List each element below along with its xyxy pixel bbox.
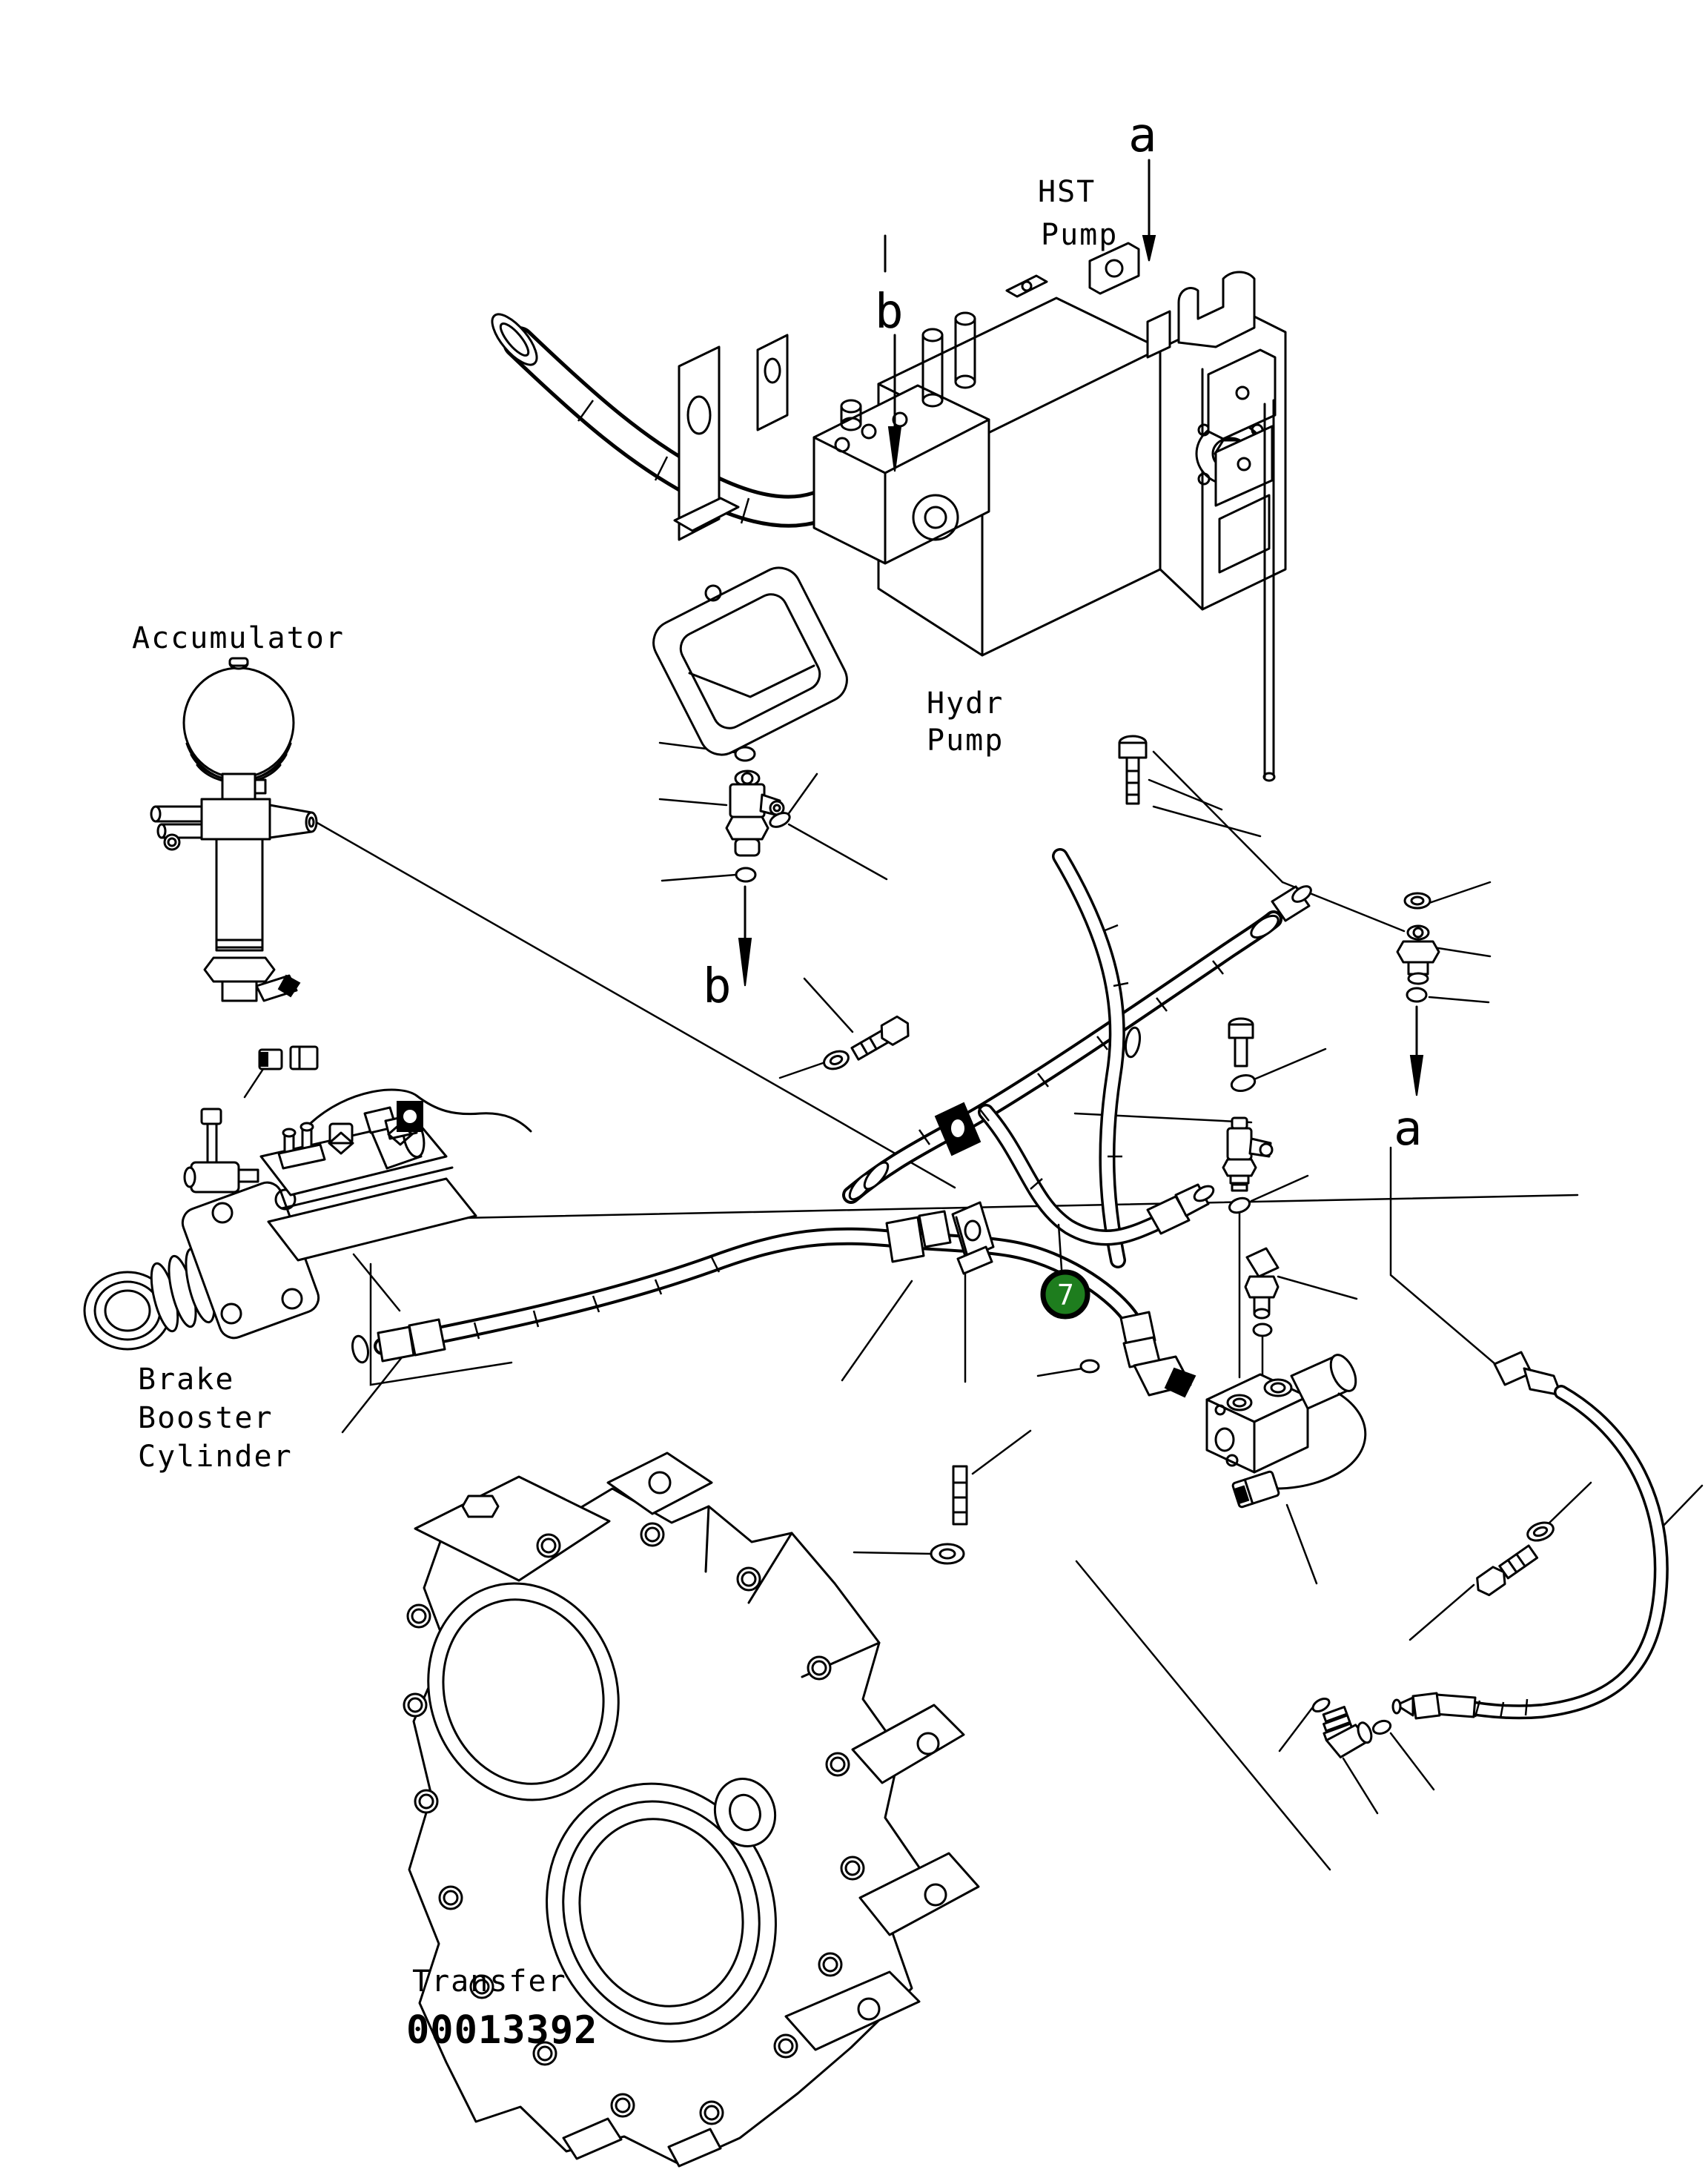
wire-clamp — [397, 1101, 423, 1132]
transfer-opening-upper — [427, 1582, 620, 1801]
washer — [930, 1543, 965, 1565]
right-long-hose — [1311, 1351, 1669, 1758]
washer — [823, 1050, 850, 1070]
section-marker-mid-b: b — [703, 885, 752, 1014]
o-ring-flat — [769, 812, 791, 828]
pump-mount-flange — [652, 566, 848, 756]
hose-clamp-ring — [1124, 1026, 1142, 1059]
label-cylinder: Cylinder — [138, 1440, 293, 1474]
o-ring — [1252, 1323, 1273, 1337]
o-ring — [1406, 987, 1428, 1003]
hose-end-fitting-right — [1391, 1692, 1477, 1720]
elbow-barb-fitting — [1322, 1706, 1373, 1758]
washer — [1403, 892, 1431, 910]
transfer-bolts — [403, 1495, 865, 2125]
label-hst-line1: HST — [1038, 175, 1096, 209]
section-marker-top-a: a — [1128, 108, 1157, 262]
label-accumulator: Accumulator — [132, 621, 345, 655]
o-ring-flat — [1311, 1697, 1331, 1713]
label-hydr-line2: Pump — [927, 724, 1004, 758]
label-transfer: Transfer — [412, 1964, 567, 1999]
o-ring-flat — [1228, 1196, 1251, 1214]
marker-a-top: a — [1128, 108, 1157, 163]
label-figure-number: 00013392 — [406, 2008, 598, 2053]
transfer-opening-lower — [546, 1782, 777, 2043]
hose-clip — [934, 1102, 982, 1156]
o-ring — [734, 746, 756, 762]
union-fitting — [1396, 924, 1440, 985]
section-marker-top-b: b — [875, 234, 904, 472]
o-ring — [1371, 1719, 1392, 1735]
booster-bolt-tee — [183, 1108, 259, 1194]
bolt-washer-lower-right — [1476, 1521, 1555, 1597]
transfer-case — [403, 1452, 980, 2168]
tee-fitting-2 — [1222, 1116, 1274, 1192]
marker-b-top: b — [875, 285, 904, 340]
middle-small-parts — [725, 735, 1440, 1337]
hose-union-clamp — [885, 1201, 995, 1275]
bolt — [850, 1015, 910, 1061]
tee-fitting — [725, 769, 785, 857]
accumulator-assembly — [150, 657, 318, 1002]
hose-end-fitting-left — [351, 1318, 446, 1364]
callout-balloon-7[interactable]: 7 — [1040, 1223, 1090, 1320]
brake-booster-cylinder-assembly — [83, 1045, 532, 1351]
balloon-circle[interactable] — [1040, 1269, 1090, 1320]
hose-elbow-end — [1250, 885, 1312, 939]
bolt — [1228, 1017, 1254, 1068]
pump-studs — [921, 311, 976, 408]
marker-b-mid: b — [703, 959, 732, 1014]
connector-clips — [258, 1045, 319, 1070]
label-booster: Booster — [138, 1401, 274, 1435]
label-hst-line2: Pump — [1041, 218, 1118, 252]
label-brake: Brake — [138, 1363, 234, 1397]
o-ring — [735, 867, 757, 883]
bolt — [1118, 735, 1148, 805]
hose-clamp-ring — [863, 1161, 890, 1191]
hose-terminal-fitting — [1119, 1311, 1196, 1398]
o-ring — [1230, 1073, 1257, 1093]
booster-fittings — [277, 1106, 418, 1170]
jumper-union-fitting — [1146, 1183, 1215, 1235]
section-marker-mid-a: a — [1394, 1005, 1424, 1156]
hst-hydr-pump-assembly — [491, 242, 1287, 782]
solenoid-connector — [1231, 1470, 1280, 1509]
label-hydr-line1: Hydr — [927, 686, 1004, 721]
solenoid-valve-assembly — [1205, 1354, 1367, 1509]
elbow-fitting — [1244, 1247, 1280, 1320]
suction-hose-flange — [491, 313, 538, 366]
labels: Accumulator HST Pump Hydr Pump Brake Boo… — [132, 175, 1118, 2053]
hose-harness — [351, 848, 1312, 1398]
o-ring — [1079, 1359, 1100, 1374]
marker-a-mid: a — [1394, 1102, 1423, 1156]
balloon-number: 7 — [1057, 1279, 1074, 1311]
hose-union-fitting — [1493, 1351, 1563, 1397]
